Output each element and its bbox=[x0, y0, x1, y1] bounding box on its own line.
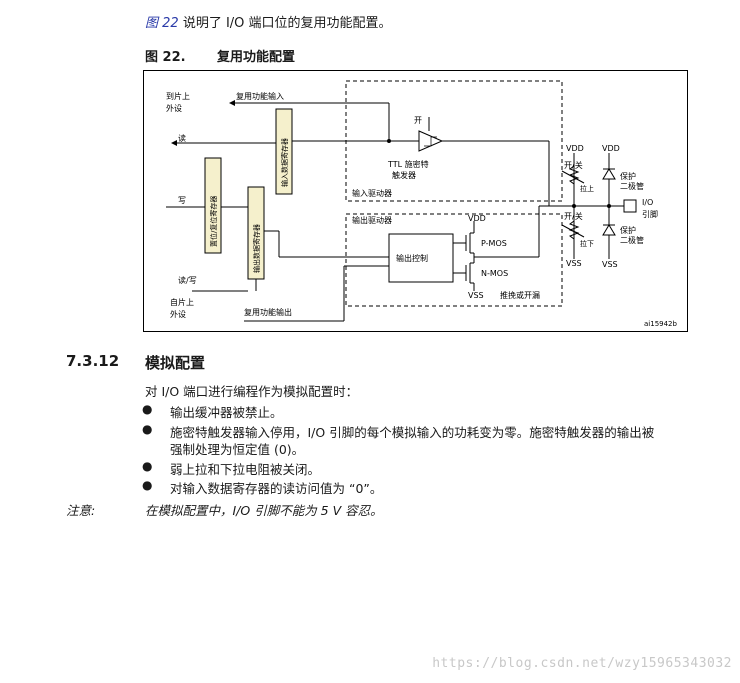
svg-text:输入驱动器: 输入驱动器 bbox=[352, 188, 392, 198]
svg-text:P-MOS: P-MOS bbox=[481, 239, 507, 248]
bullet-mark: ● bbox=[142, 422, 153, 436]
list-item-continuation: 强制处理为恒定值 (0)。 bbox=[170, 442, 305, 457]
svg-text:TTL 施密特: TTL 施密特 bbox=[387, 159, 429, 169]
list-item: 施密特触发器输入停用，I/O 引脚的每个模拟输入的功耗变为零。施密特触发器的输出… bbox=[170, 425, 655, 440]
svg-text:开: 开 bbox=[414, 116, 422, 125]
bullet-mark: ● bbox=[142, 459, 153, 473]
intro-paragraph: 图 22 说明了 I/O 端口位的复用功能配置。 bbox=[145, 16, 392, 31]
svg-text:读: 读 bbox=[178, 133, 186, 143]
svg-text:二极管: 二极管 bbox=[620, 235, 644, 245]
svg-text:开/关: 开/关 bbox=[564, 160, 583, 170]
svg-text:保护: 保护 bbox=[620, 225, 636, 235]
alternate-function-diagram: 到片上 外设 复用功能输入 读 写 读/写 自片上 外设 复用功能输出 输入数据… bbox=[143, 70, 688, 332]
protection-diode-bottom bbox=[602, 224, 616, 236]
list-item: 弱上拉和下拉电阻被关闭。 bbox=[170, 462, 321, 477]
svg-text:VSS: VSS bbox=[468, 291, 484, 300]
svg-text:复用功能输入: 复用功能输入 bbox=[236, 91, 284, 101]
figure-caption: 图 22.复用功能配置 bbox=[145, 50, 296, 65]
svg-text:到片上: 到片上 bbox=[166, 91, 190, 101]
svg-text:外设: 外设 bbox=[170, 309, 186, 319]
svg-text:输出驱动器: 输出驱动器 bbox=[352, 215, 392, 225]
svg-text:开/关: 开/关 bbox=[564, 211, 583, 221]
section-number: 7.3.12 bbox=[66, 352, 120, 370]
svg-text:自片上: 自片上 bbox=[170, 297, 194, 307]
svg-text:复用功能输出: 复用功能输出 bbox=[244, 307, 292, 317]
svg-text:推挽或开漏: 推挽或开漏 bbox=[500, 290, 540, 300]
protection-diode-top bbox=[602, 168, 616, 180]
svg-text:VDD: VDD bbox=[566, 144, 584, 153]
svg-text:读/写: 读/写 bbox=[178, 275, 197, 285]
output-driver-box bbox=[345, 213, 563, 307]
set-reset-register bbox=[204, 157, 222, 254]
bullet-mark: ● bbox=[142, 402, 153, 416]
svg-text:I/O: I/O bbox=[642, 198, 653, 207]
svg-text:拉下: 拉下 bbox=[580, 239, 594, 248]
svg-text:外设: 外设 bbox=[166, 103, 182, 113]
svg-text:置位/复位寄存器: 置位/复位寄存器 bbox=[209, 196, 218, 247]
svg-text:保护: 保护 bbox=[620, 171, 636, 181]
note-label: 注意: bbox=[66, 503, 96, 518]
io-pin-pad bbox=[623, 199, 637, 213]
bullet-mark: ● bbox=[142, 478, 153, 492]
pull-down-resistor bbox=[568, 220, 580, 240]
svg-text:写: 写 bbox=[178, 196, 186, 205]
lead-paragraph: 对 I/O 端口进行编程作为模拟配置时： bbox=[145, 384, 359, 399]
watermark: https://blog.csdn.net/wzy15965343032 bbox=[432, 656, 732, 671]
svg-text:N-MOS: N-MOS bbox=[481, 269, 508, 278]
svg-text:触发器: 触发器 bbox=[392, 170, 416, 180]
svg-text:输出数据寄存器: 输出数据寄存器 bbox=[252, 224, 261, 273]
svg-text:VDD: VDD bbox=[468, 214, 486, 223]
output-control-block bbox=[388, 233, 454, 283]
note-text: 在模拟配置中，I/O 引脚不能为 5 V 容忍。 bbox=[145, 503, 383, 518]
svg-text:引脚: 引脚 bbox=[642, 209, 658, 219]
input-data-register bbox=[275, 108, 293, 195]
svg-text:VSS: VSS bbox=[566, 259, 582, 268]
svg-text:输入数据寄存器: 输入数据寄存器 bbox=[280, 138, 289, 187]
section-title: 模拟配置 bbox=[145, 354, 206, 372]
svg-text:VDD: VDD bbox=[602, 144, 620, 153]
svg-text:输出控制: 输出控制 bbox=[396, 253, 428, 263]
svg-text:二极管: 二极管 bbox=[620, 181, 644, 191]
svg-text:拉上: 拉上 bbox=[580, 184, 594, 193]
schmitt-trigger bbox=[418, 130, 444, 152]
list-item: 输出缓冲器被禁止。 bbox=[170, 405, 283, 420]
svg-text:ai15942b: ai15942b bbox=[644, 320, 678, 328]
svg-text:VSS: VSS bbox=[602, 260, 618, 269]
list-item: 对输入数据寄存器的读访问值为 “0”。 bbox=[170, 481, 383, 496]
figure-link[interactable]: 图 22 bbox=[145, 16, 179, 31]
circuit-svg: 到片上 外设 复用功能输入 读 写 读/写 自片上 外设 复用功能输出 输入数据… bbox=[166, 80, 678, 328]
